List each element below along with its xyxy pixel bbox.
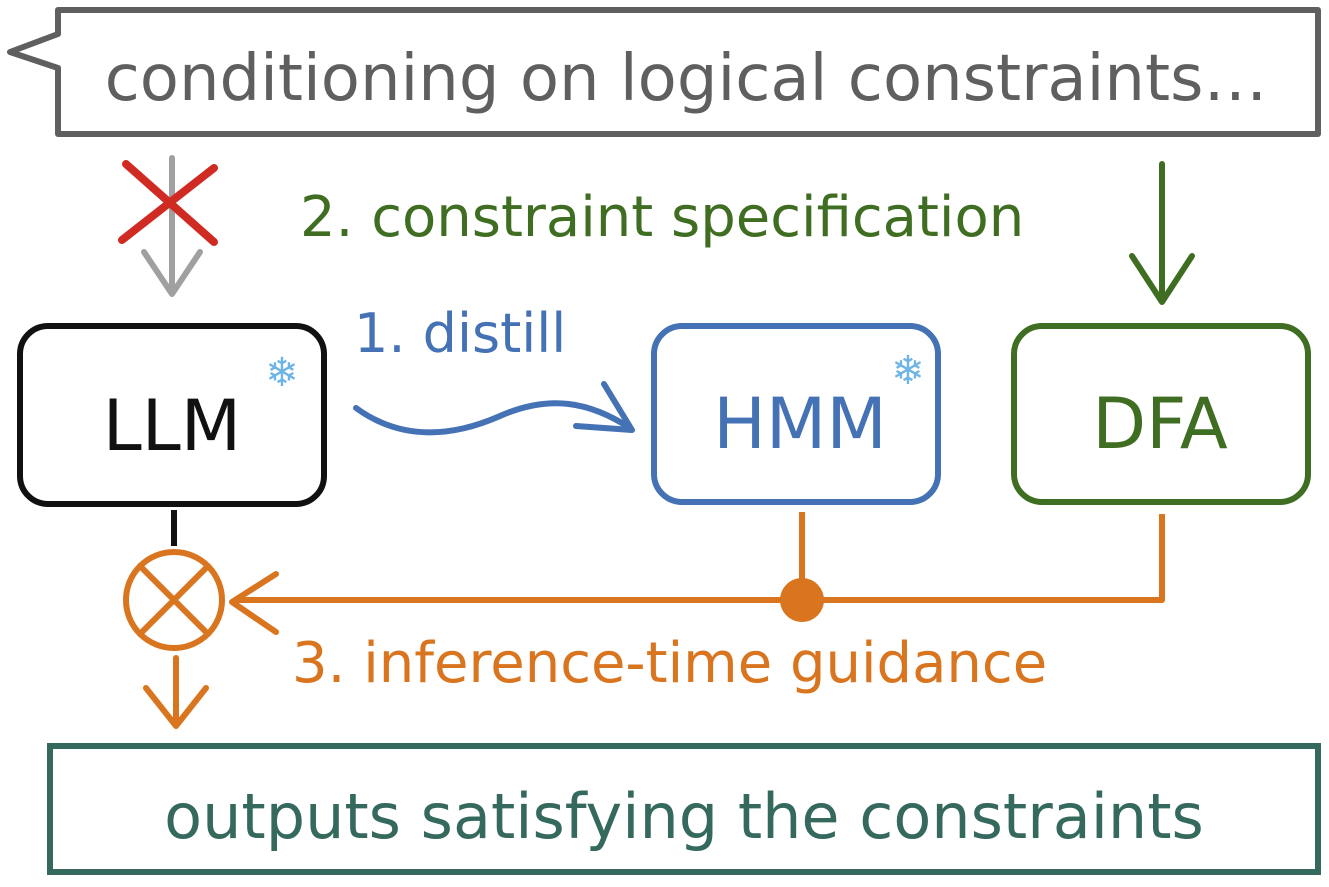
llm-node-box <box>17 323 327 507</box>
output-box-outline <box>47 743 1321 875</box>
constraint-spec-arrow <box>1129 161 1195 305</box>
prompt-box-outline <box>7 7 1321 137</box>
guidance-junction-dot <box>780 578 824 622</box>
prompt-text: conditioning on logical constraints… <box>105 42 1268 116</box>
hmm-snowflake-icon: ❄ <box>891 348 925 394</box>
distill-arrow-curve <box>353 400 633 436</box>
blocked-x-icon <box>118 160 218 246</box>
dfa-guidance-line <box>234 514 1165 603</box>
llm-node: LLM ❄ <box>17 323 327 507</box>
output-arrow <box>143 655 209 729</box>
hmm-node-box <box>651 323 941 505</box>
blocked-path <box>118 155 218 297</box>
step-guidance-label: 3. inference-time guidance <box>292 631 1047 696</box>
distill-arrow <box>353 381 635 436</box>
output-box: outputs satisfying the constraints <box>47 743 1321 875</box>
output-text: outputs satisfying the constraints <box>164 780 1204 853</box>
dfa-node: DFA <box>1011 323 1311 505</box>
dfa-node-label: DFA <box>1092 383 1228 465</box>
distill-arrow-head <box>573 381 635 433</box>
hmm-node-label: HMM <box>713 383 886 465</box>
llm-node-label: LLM <box>103 385 241 467</box>
step-constraint-spec-label: 2. constraint specification <box>300 185 1024 250</box>
combine-operator <box>123 549 225 651</box>
step-distill-label: 1. distill <box>354 302 566 365</box>
output-arrow-head <box>143 685 209 729</box>
guidance-arrow-head <box>229 571 279 635</box>
guidance-connector <box>229 512 1165 635</box>
llm-snowflake-icon: ❄ <box>265 350 299 396</box>
combine-cross-icon <box>137 563 211 637</box>
blocked-arrow-head <box>141 249 203 297</box>
prompt-box: conditioning on logical constraints… <box>7 7 1321 137</box>
constraint-spec-arrow-head <box>1129 253 1195 305</box>
dfa-node-box <box>1011 323 1311 505</box>
combine-circle <box>123 549 225 651</box>
hmm-node: HMM ❄ <box>651 323 941 505</box>
